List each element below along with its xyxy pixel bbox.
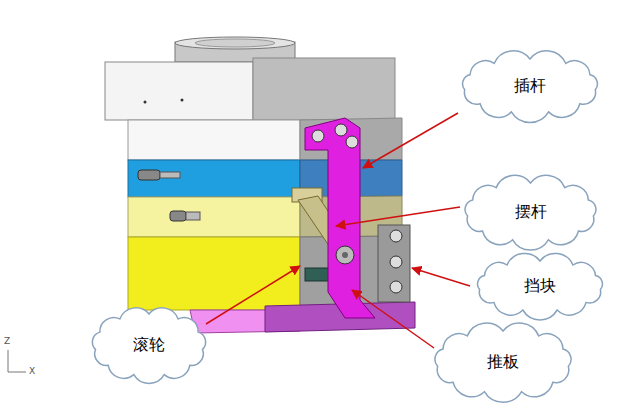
callout-text: 插杆: [514, 76, 546, 97]
leader-arrow: [352, 290, 434, 348]
cloud-shape: [478, 253, 603, 319]
axis-label: Z: [4, 336, 10, 346]
plate-yellow: [128, 237, 300, 310]
callout-cloud: 插杆: [455, 50, 605, 122]
callout-text: 推板: [487, 352, 519, 373]
leader-arrow: [206, 266, 300, 324]
callout-text: 挡块: [524, 276, 556, 297]
bolt-head: [335, 124, 347, 136]
hole: [144, 101, 147, 104]
roller: [336, 246, 354, 264]
axis-z: [8, 350, 9, 372]
cloud-shape: [92, 308, 205, 384]
stop-block: [378, 225, 410, 302]
bolt-head: [390, 281, 402, 293]
callout-cloud: 摆杆: [458, 174, 603, 250]
callout-cloud: 挡块: [470, 252, 610, 320]
bolt-head: [312, 130, 324, 142]
roller-axle: [342, 252, 348, 258]
bolt: [138, 170, 160, 180]
callout-text: 滚轮: [133, 335, 165, 356]
top-plate-front: [105, 62, 253, 120]
cloud-shape: [465, 175, 596, 250]
cylinder-top: [175, 37, 295, 49]
callout-cloud: 滚轮: [86, 305, 212, 385]
plate-white: [128, 120, 300, 160]
top-plate-side: [253, 58, 395, 120]
callout-text: 摆杆: [515, 202, 547, 223]
leader-arrow: [412, 268, 470, 286]
bolt-head: [346, 136, 358, 148]
bolt: [170, 211, 186, 221]
callout-cloud: 推板: [428, 322, 578, 402]
bolt-thread: [186, 212, 200, 220]
cloud-shape: [463, 51, 598, 123]
plate-blue: [128, 160, 300, 197]
axis-label: X: [29, 366, 35, 376]
cylinder-bore: [195, 39, 275, 47]
axis-x: [8, 372, 26, 373]
hole: [181, 99, 184, 102]
bolt-thread: [160, 172, 180, 178]
leader-arrow: [336, 207, 460, 226]
bolt-head: [390, 230, 402, 242]
bolt-head: [390, 256, 402, 268]
leader-arrow: [363, 113, 458, 168]
insert-rod: [305, 118, 375, 318]
cloud-shape: [435, 323, 571, 402]
plate-light-yellow: [128, 197, 300, 237]
